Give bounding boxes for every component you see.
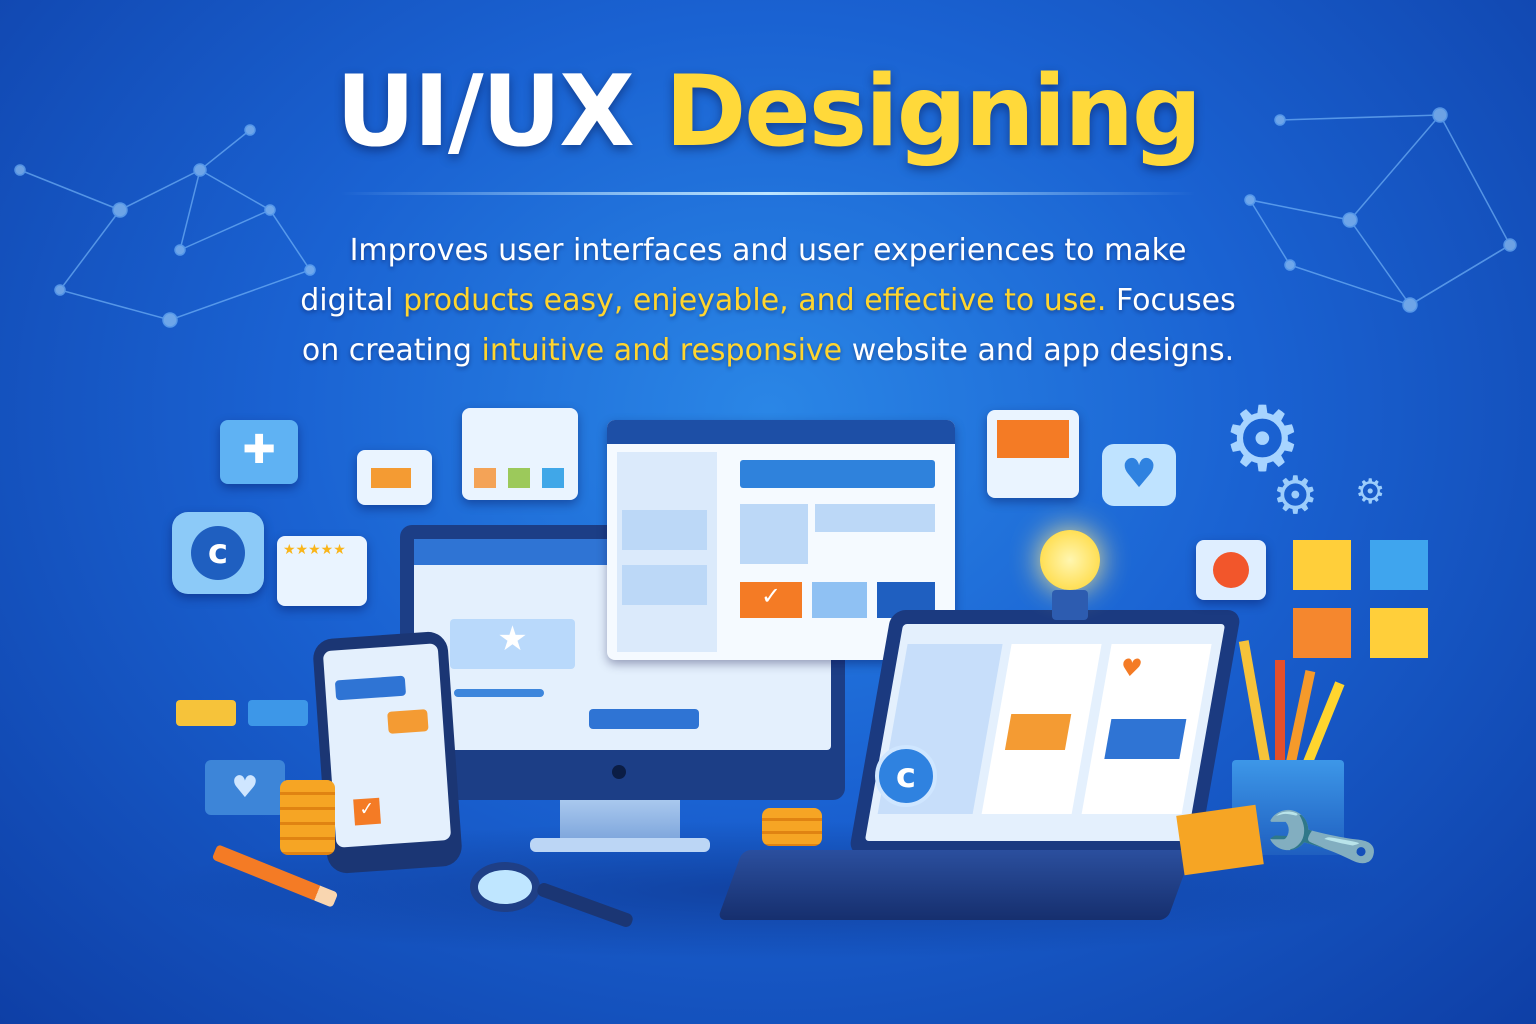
page-title: UI/UX Designing xyxy=(0,55,1536,169)
coin-stack xyxy=(762,808,822,846)
highlight: products easy, enjeyable, and effective … xyxy=(403,283,1107,318)
gear-icon: ⚙ xyxy=(1272,466,1319,526)
sticky-note xyxy=(1293,608,1351,658)
monitor-stand xyxy=(560,800,680,840)
pencil-cup-contents xyxy=(1238,630,1350,770)
description: Improves user interfaces and user experi… xyxy=(240,226,1296,376)
text: Focuses xyxy=(1115,283,1236,318)
rating-card: ★★★★★ xyxy=(277,536,367,606)
logo-badge-icon: c xyxy=(875,745,937,807)
highlight: intuitive and responsive xyxy=(481,333,843,368)
divider xyxy=(340,192,1196,195)
lightbulb-icon xyxy=(1040,530,1100,590)
lightbulb-base xyxy=(1052,590,1088,620)
yellow-button xyxy=(176,700,236,726)
sticky-note xyxy=(1293,540,1351,590)
title-yellow: Designing xyxy=(664,55,1202,169)
monitor-base xyxy=(530,838,710,852)
sticky-note xyxy=(1370,608,1428,658)
network-decoration xyxy=(14,107,1517,328)
check-icon: ✓ xyxy=(740,582,802,618)
gear-icon: ⚙ xyxy=(1222,387,1303,492)
text: on creating xyxy=(301,333,472,368)
heart-icon: ♥ xyxy=(1102,444,1176,506)
logo-icon: c xyxy=(191,526,245,580)
check-icon: ✓ xyxy=(353,797,381,826)
blue-button xyxy=(248,700,308,726)
coin-stack xyxy=(280,780,335,855)
laptop-screen: ♥ xyxy=(864,624,1226,841)
wireframe-card xyxy=(462,408,578,500)
clock-card xyxy=(1196,540,1266,600)
gear-icon: ⚙ xyxy=(1355,472,1386,512)
magnifier-icon xyxy=(470,862,540,912)
mail-icon xyxy=(1004,714,1072,750)
block-icon xyxy=(1176,804,1264,876)
title-white: UI/UX xyxy=(335,55,635,169)
text: website and app designs. xyxy=(851,333,1235,368)
chat-icon: ✚ xyxy=(220,420,298,484)
desc-line-1: Improves user interfaces and user experi… xyxy=(349,233,1187,268)
desc-line-2: digital products easy, enjeyable, and ef… xyxy=(240,276,1296,326)
shapes-card xyxy=(357,450,432,505)
laptop-keyboard xyxy=(717,850,1193,920)
star-icon: ★ xyxy=(450,619,575,669)
sticky-note xyxy=(1370,540,1428,590)
desc-line-3: on creating intuitive and responsive web… xyxy=(240,326,1296,376)
heart-icon: ♥ xyxy=(205,760,285,815)
image-card xyxy=(987,410,1079,498)
chat-bubble: c xyxy=(172,512,264,594)
text: digital xyxy=(300,283,394,318)
user-icon xyxy=(740,504,808,564)
